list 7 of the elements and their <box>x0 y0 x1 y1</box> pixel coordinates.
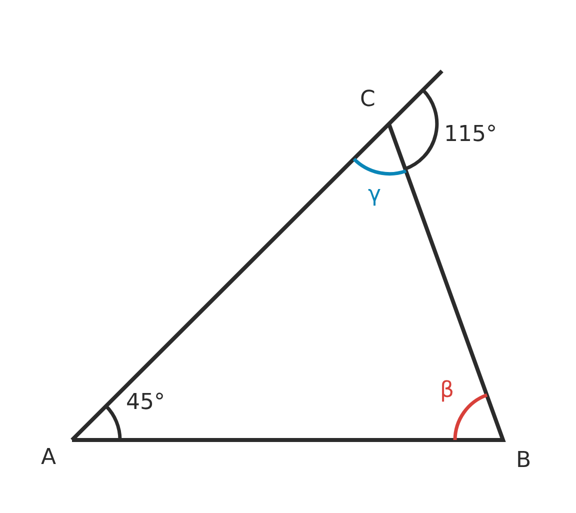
vertex-label: C <box>360 89 376 111</box>
vertex-label: A <box>41 447 56 469</box>
angle-label: 45° <box>126 392 165 414</box>
angle-label: β <box>440 380 454 402</box>
vertex-label: B <box>516 450 532 472</box>
angle-label: γ <box>368 184 382 206</box>
angle-label: 115° <box>444 124 497 146</box>
